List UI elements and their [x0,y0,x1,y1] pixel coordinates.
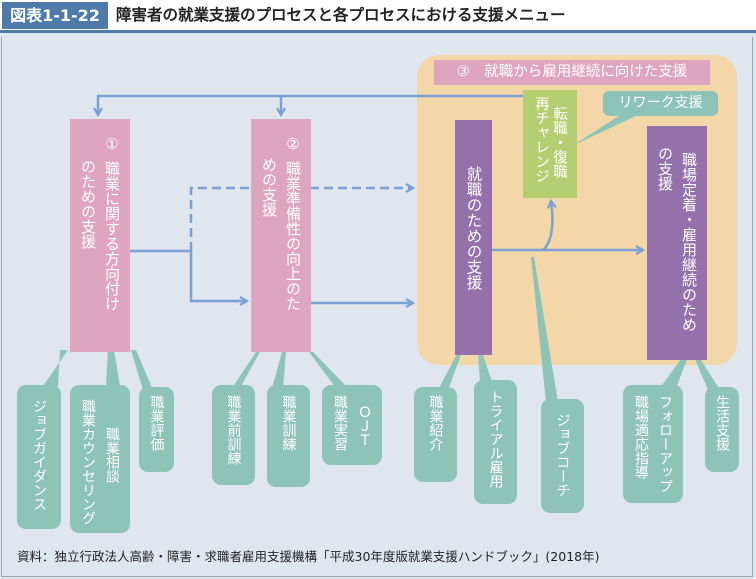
employment-support-label: 就職のための支援 [464,166,483,290]
menu-ojt-internship: ＯＪＴ 職業実習 [322,385,382,465]
arrow-to-rechallenge [542,201,552,251]
menu-vocational-counseling: 職業相談 職業カウンセリング [70,385,130,533]
menu-label: 職業紹介 [427,395,444,451]
menu-job-placement: 職業紹介 [414,387,457,482]
phase2-line1: 職業準備性の向上のた [284,161,302,311]
rework-support-callout: リワーク支援 [603,91,718,116]
menu-followup: フォローアップ 職場適応指導 [623,385,683,503]
menu-label: 生活支援 [714,395,730,451]
phase2-box: ② 職業準備性の向上のた めの支援 [251,119,311,352]
menu-label: 職業訓練 [280,395,297,451]
figure-label: 図表1-1-22 [2,2,108,29]
pointer-trial [478,352,492,382]
pointer-jobcoach [531,257,558,402]
retention-line2: の支援 [656,146,674,191]
phase2-line2: めの支援 [260,157,278,217]
pointer-rework [572,114,640,146]
retention-line1: 職場定着・雇用継続のため [680,152,698,332]
figure-title: 障害者の就業支援のプロセスと各プロセスにおける支援メニュー [116,6,566,24]
menu-label: ジョブガイダンス [31,399,47,511]
menu-label: ＯＪＴ [356,405,372,447]
menu-label: ジョブコーチ [554,413,571,497]
menu-label: 職場適応指導 [633,395,649,479]
pointer-placement [438,352,462,390]
rechallenge-line1: 転職・復職 [551,106,567,179]
dashed-skip-arrow [189,186,250,251]
diagram-frame [1,37,753,577]
pointer-training [272,352,286,388]
feedback-arrow [98,94,523,115]
pointer-ojt [309,352,348,388]
phase2-col1: ② 職業準備性の向上のた [283,135,303,311]
employment-support-box: 就職のための支援 [455,120,492,355]
menu-vocational-training: 職業訓練 [267,385,310,487]
rechallenge-box: 転職・復職 再チャレンジ [523,90,577,198]
phase2-number: ② [284,135,302,153]
pointer-job-guidance [43,350,68,386]
menu-pre-training: 職業前訓練 [212,385,255,485]
menu-label: 職業実習 [332,395,348,451]
pointer-counseling [106,350,120,386]
menu-trial-employment: トライアル雇用 [474,380,517,504]
pointer-life [692,352,720,390]
phase3-header: ③ 就職から雇用継続に向けた支援 [434,60,710,85]
menu-label: トライアル雇用 [487,390,504,488]
phase1-number: ① [103,135,121,153]
menu-label: 職業カウンセリング [80,399,96,525]
menu-label: 職業評価 [148,395,165,451]
source-note: 資料：独立行政法人高齢・障害・求職者雇用支援機構「平成30年度版就業支援ハンドブ… [17,549,600,564]
menu-label: フォローアップ [657,395,673,493]
menu-life-support: 生活支援 [705,387,739,472]
menu-label: 職業相談 [104,427,120,483]
phase1-line2: のための支援 [79,159,97,249]
phase1-line1: 職業に関する方向付け [103,161,121,311]
pointer-evaluation [131,350,153,390]
menu-job-coach: ジョブコーチ [541,399,584,513]
rechallenge-line2: 再チャレンジ [533,96,549,183]
phase1-col1: ① 職業に関する方向付け [102,135,122,311]
menu-job-guidance: ジョブガイダンス [17,385,61,529]
phase1-box: ① 職業に関する方向付け のための支援 [70,119,130,352]
retention-support-box: 職場定着・雇用継続のため の支援 [647,126,707,360]
pointer-followup [660,352,690,388]
arrow-phase1-to-phase2 [130,249,247,301]
figure-header: 図表1-1-22 障害者の就業支援のプロセスと各プロセスにおける支援メニュー [0,0,756,33]
pointer-pre-training [232,352,260,388]
menu-label: 職業前訓練 [225,395,242,465]
menu-vocational-evaluation: 職業評価 [139,387,174,472]
